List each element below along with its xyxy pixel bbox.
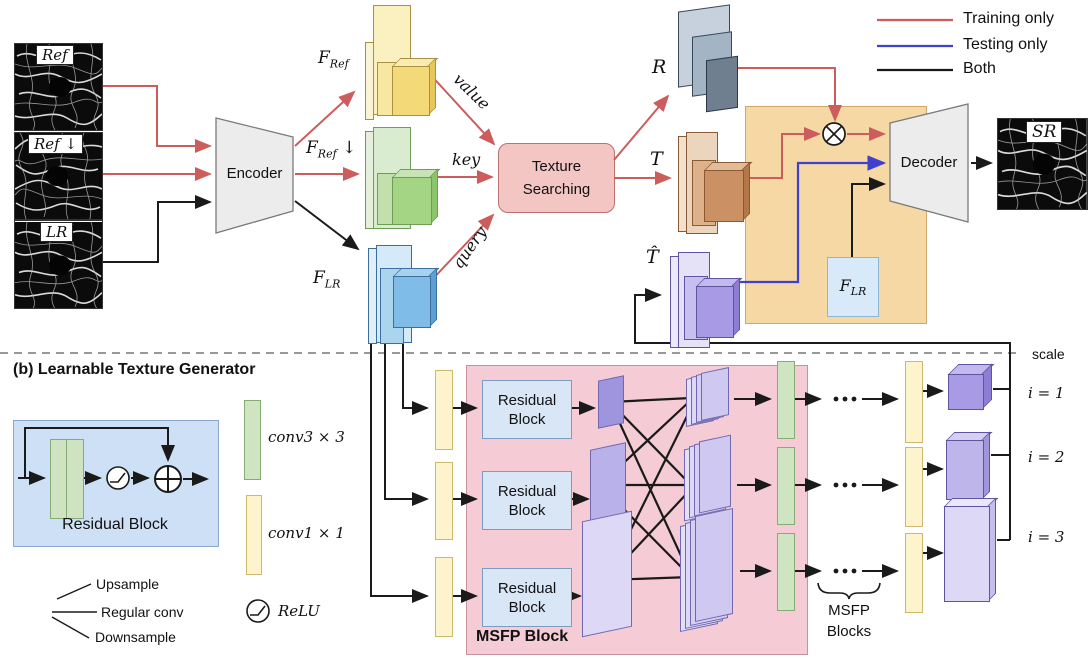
- lr-image: [14, 220, 103, 309]
- encoder-trapezoid: [215, 117, 294, 234]
- conv-bar-row1: [435, 370, 453, 450]
- section-b-title: (b) Learnable Texture Generator: [13, 361, 256, 378]
- texture-searching-line2: Searching: [522, 181, 591, 198]
- texture-searching-line1: Texture: [531, 158, 582, 175]
- f-ref-down-label: FRef ↓: [306, 138, 357, 161]
- downsample-label: Downsample: [95, 629, 176, 645]
- out-conv-bar-row3: [905, 533, 923, 613]
- relu-icon: [106, 466, 130, 490]
- residual-detail-wires: [18, 427, 209, 486]
- relu-legend-icon: [246, 599, 270, 623]
- texture-out-2: [945, 431, 993, 501]
- legend-training: Training only: [963, 10, 1055, 27]
- scale-label: scale: [1032, 346, 1065, 362]
- scale1-plate: [598, 375, 624, 429]
- conv3-bar-row2: [777, 447, 795, 525]
- conv1x1-label: conv1 × 1: [268, 524, 345, 542]
- out-conv-bar-row1: [905, 361, 923, 443]
- f-ref-label: FRef: [318, 48, 349, 71]
- iter-3-label: i = 3: [1028, 528, 1065, 546]
- sr-image: [997, 118, 1088, 210]
- decoder-trapezoid: [889, 103, 969, 223]
- legend-swatches: [877, 18, 953, 72]
- texture-searching-box: Texture Searching: [498, 143, 615, 213]
- t-stack: [674, 126, 753, 240]
- sr-label: SR: [1026, 121, 1063, 143]
- conv3x3-label: conv3 × 3: [268, 428, 345, 446]
- testing-wires: [732, 155, 887, 284]
- ref-down-label: Ref ↓: [28, 134, 84, 154]
- conv1x1-swatch: [246, 495, 262, 575]
- iter-1-label: i = 1: [1028, 384, 1065, 402]
- legend-testing: Testing only: [963, 36, 1048, 53]
- conv3x3-swatch: [244, 400, 261, 480]
- texture-out-1: [947, 363, 995, 411]
- encoder-label: Encoder: [226, 165, 283, 182]
- scale3-plate: [582, 510, 632, 638]
- f-ref-stack: [358, 2, 439, 120]
- residual-block-detail-label: Residual Block: [62, 516, 168, 533]
- conv-bar-row3: [435, 557, 453, 637]
- key-label: key: [452, 150, 481, 169]
- relu-label: ReLU: [278, 602, 320, 620]
- ref-down-image: [14, 132, 103, 220]
- msfp-block-label: MSFP Block: [476, 628, 569, 645]
- conv-bar-row2: [435, 462, 453, 540]
- multiply-icon: [822, 122, 846, 146]
- r-stack: [668, 4, 744, 118]
- out-conv-bar-row2: [905, 447, 923, 527]
- underbrace-icon: [817, 582, 881, 600]
- iter-2-label: i = 2: [1028, 448, 1065, 466]
- ref-image: [14, 43, 103, 131]
- upsample-label: Upsample: [96, 576, 160, 592]
- r-label: R: [652, 56, 667, 78]
- ellipsis-dots: [833, 396, 857, 574]
- t-hat-stack: [666, 248, 743, 354]
- training-wires: [101, 67, 886, 285]
- detail-conv-bar-2: [66, 439, 84, 519]
- both-wires: [101, 156, 1011, 603]
- ref-label: Ref: [36, 45, 74, 65]
- conv3-bar-row3: [777, 533, 795, 611]
- texture-out-3: [943, 497, 999, 603]
- regular-conv-label: Regular conv: [101, 604, 184, 620]
- t-hat-label: T̂: [646, 246, 659, 268]
- f-lr-stack: [363, 242, 440, 348]
- fused-stack-3: [680, 507, 742, 636]
- conv3-bar-row1: [777, 361, 795, 439]
- legend-both: Both: [963, 60, 996, 77]
- plus-icon: [154, 465, 182, 493]
- t-label: T: [650, 148, 663, 170]
- line-legend-fan: [51, 583, 97, 639]
- f-lr-label: FLR: [313, 268, 341, 291]
- flr-memory-box: FLR: [827, 257, 879, 317]
- lr-label: LR: [40, 222, 74, 242]
- f-ref-down-stack: [362, 125, 441, 235]
- fused-stack-1: [686, 367, 736, 432]
- decoder-label: Decoder: [900, 154, 958, 171]
